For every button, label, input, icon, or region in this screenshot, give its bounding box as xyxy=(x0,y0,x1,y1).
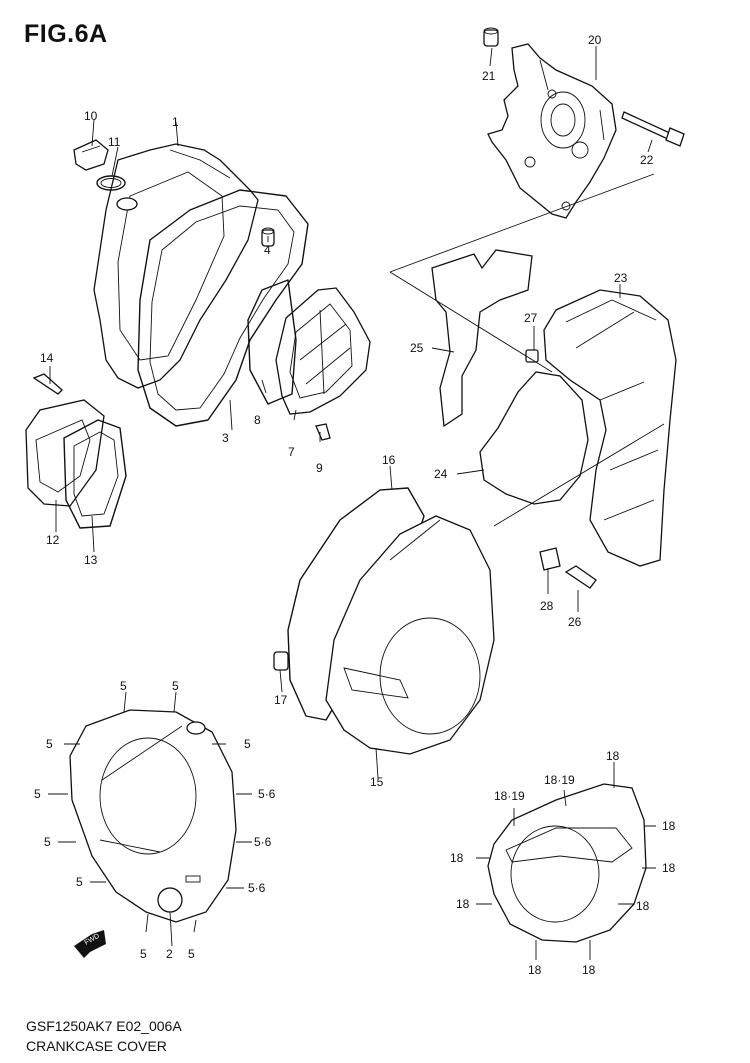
callout-24: 24 xyxy=(434,467,448,481)
clutch-cover-assembly xyxy=(69,709,237,923)
fwd-arrow-icon: FWD xyxy=(74,930,106,958)
generator-cover-part-15 xyxy=(325,515,495,755)
callout-21: 21 xyxy=(482,69,496,83)
callout-13: 13 xyxy=(84,553,98,567)
callout-18-a: 18 xyxy=(606,749,620,763)
callout-10: 10 xyxy=(84,109,98,123)
callout-28: 28 xyxy=(540,599,554,613)
rotor-cover-part-7 xyxy=(275,287,371,415)
callout-16: 16 xyxy=(382,453,396,467)
diagram-name: CRANKCASE COVER xyxy=(26,1038,167,1054)
generator-cover-assembly xyxy=(487,783,647,943)
grommet-part-28 xyxy=(539,547,561,571)
filler-cap-part-10 xyxy=(73,139,109,171)
callout-5-6-a: 5·6 xyxy=(258,787,276,801)
bolt-part-14 xyxy=(32,373,63,395)
cover-part-24 xyxy=(479,371,589,505)
callout-18-c: 18 xyxy=(450,851,464,865)
callout-5-c: 5 xyxy=(46,737,53,751)
callout-11: 11 xyxy=(108,135,121,149)
callout-5-g: 5 xyxy=(76,875,83,889)
callout-5-b: 5 xyxy=(172,679,179,693)
bolt-part-26 xyxy=(564,565,597,589)
callout-5-d: 5 xyxy=(244,737,251,751)
collar-part-21 xyxy=(483,27,499,47)
gasket-part-3 xyxy=(137,189,309,427)
gasket-part-8 xyxy=(247,279,297,405)
callout-18-19-a: 18·19 xyxy=(544,773,575,787)
bracket-part-20 xyxy=(487,43,617,219)
figure-title: FIG.6A xyxy=(24,20,108,48)
callout-18-h: 18 xyxy=(582,963,596,977)
callout-15: 15 xyxy=(370,775,384,789)
cover-part-25 xyxy=(431,249,533,428)
callout-18-b: 18 xyxy=(662,819,676,833)
callout-3: 3 xyxy=(222,431,229,445)
callout-14: 14 xyxy=(40,351,54,365)
callout-18-e: 18 xyxy=(456,897,470,911)
bolt-part-9 xyxy=(315,423,331,441)
cover-part-23 xyxy=(543,289,677,567)
bolt-part-22 xyxy=(621,111,685,147)
callout-17: 17 xyxy=(274,693,288,707)
callout-23: 23 xyxy=(614,271,628,285)
callout-20: 20 xyxy=(588,33,602,47)
callout-25: 25 xyxy=(410,341,424,355)
callout-7: 7 xyxy=(288,445,295,459)
callout-18-19-b: 18·19 xyxy=(494,789,525,803)
callout-5-6-b: 5·6 xyxy=(254,835,272,849)
callout-5-i: 5 xyxy=(188,947,195,961)
callout-12: 12 xyxy=(46,533,60,547)
callout-5-e: 5 xyxy=(34,787,41,801)
callout-5-6-c: 5·6 xyxy=(248,881,266,895)
grommet-part-27 xyxy=(525,349,539,363)
leader-lines xyxy=(48,46,656,960)
callout-5-a: 5 xyxy=(120,679,127,693)
dowel-part-17 xyxy=(273,651,289,671)
callout-5-f: 5 xyxy=(44,835,51,849)
callout-2: 2 xyxy=(166,947,173,961)
callout-18-f: 18 xyxy=(636,899,650,913)
callout-labels: 1 2 3 4 5 5 5 5 5 5 5 5 5 5·6 5·6 5·6 7 … xyxy=(34,33,676,977)
callout-4: 4 xyxy=(264,243,271,257)
guide-lines xyxy=(389,173,665,527)
diagram-code: GSF1250AK7 E02_006A xyxy=(26,1018,182,1034)
callout-5-h: 5 xyxy=(140,947,147,961)
callout-8: 8 xyxy=(254,413,261,427)
callout-9: 9 xyxy=(316,461,323,475)
gasket-part-13 xyxy=(63,419,127,529)
callout-22: 22 xyxy=(640,153,654,167)
callout-18-d: 18 xyxy=(662,861,676,875)
o-ring-part-11 xyxy=(96,175,126,191)
crankcase-cover-part-1 xyxy=(93,143,259,389)
callout-26: 26 xyxy=(568,615,582,629)
callout-27: 27 xyxy=(524,311,538,325)
callout-18-g: 18 xyxy=(528,963,542,977)
callout-1: 1 xyxy=(172,115,179,129)
